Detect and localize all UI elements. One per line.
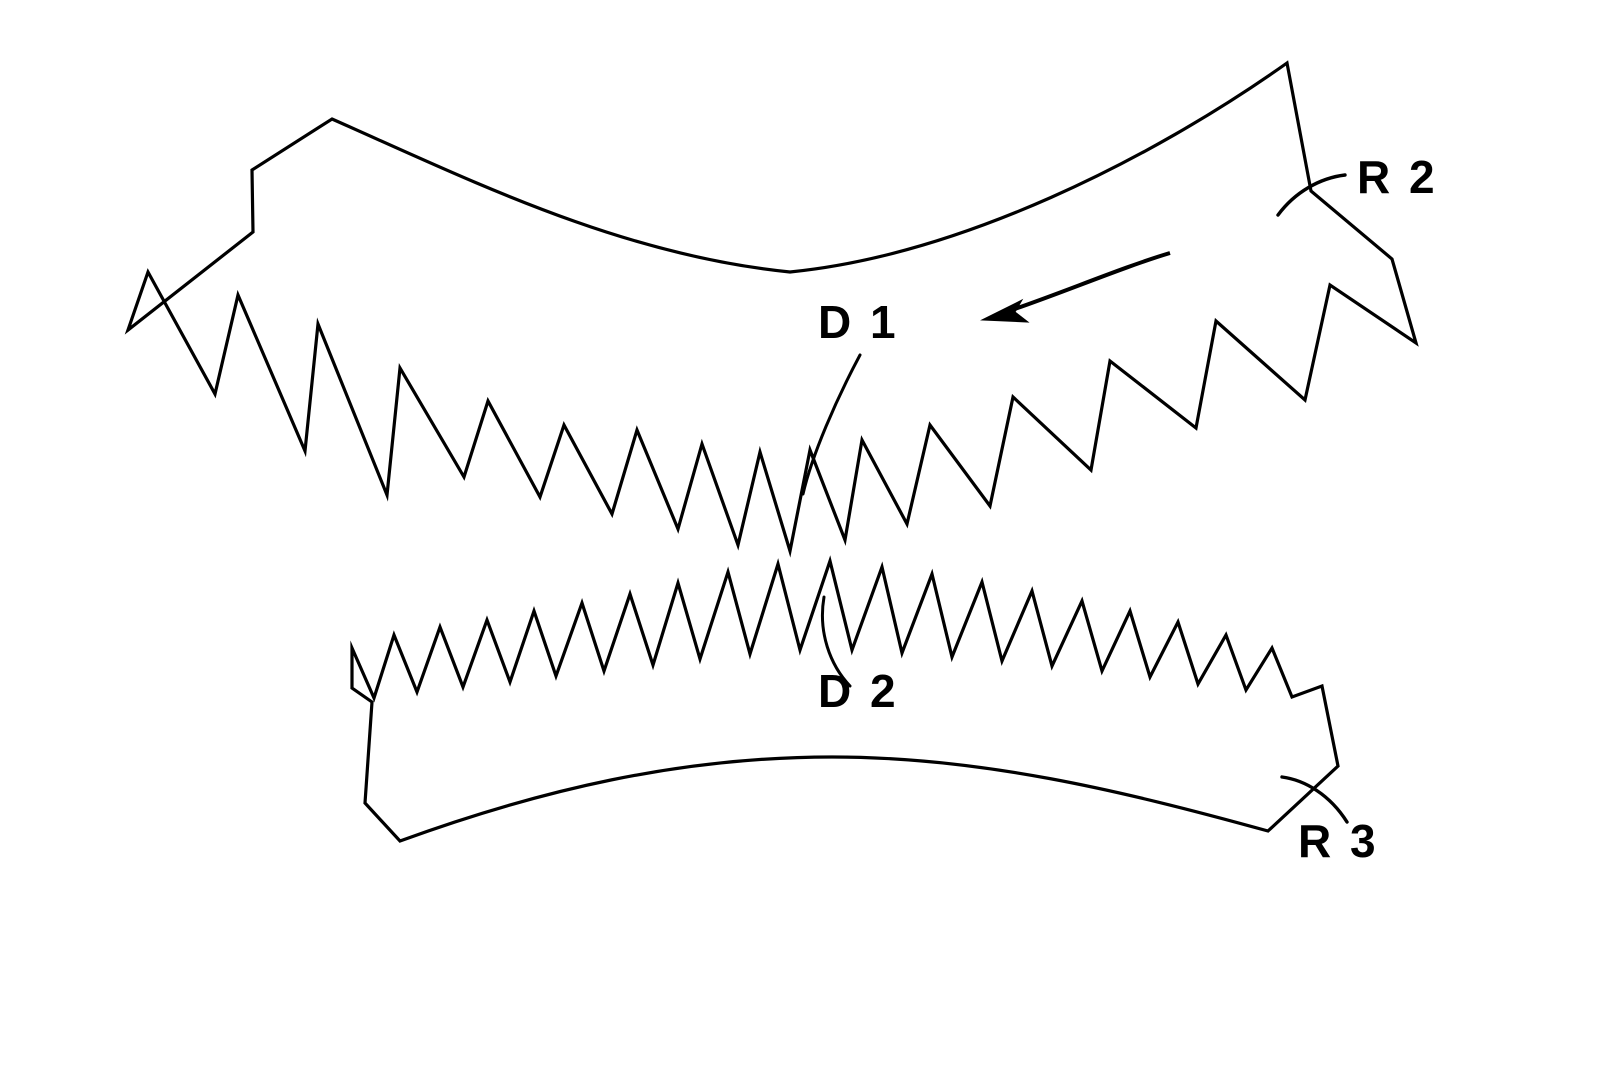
leader-line-r3 xyxy=(1280,775,1349,824)
label-r2: R 2 xyxy=(1357,151,1438,203)
upper-body-outline xyxy=(124,60,1419,558)
lower-body-group xyxy=(350,555,1340,843)
upper-body-group xyxy=(124,60,1419,558)
label-r3: R 3 xyxy=(1298,815,1379,867)
motion-arrow-head xyxy=(980,298,1030,323)
label-d2: D 2 xyxy=(818,665,899,717)
lower-body-outline xyxy=(350,555,1340,843)
motion-arrow-shaft xyxy=(999,251,1171,316)
leader-line-d2 xyxy=(820,595,852,688)
leader-line-r2 xyxy=(1276,173,1347,217)
leader-lines-group xyxy=(801,173,1349,824)
label-d1: D 1 xyxy=(818,296,899,348)
leader-line-d1 xyxy=(801,353,862,496)
motion-arrow-group xyxy=(980,251,1171,323)
reference-labels-group: R 2 R 3 D 1 D 2 xyxy=(818,151,1438,867)
